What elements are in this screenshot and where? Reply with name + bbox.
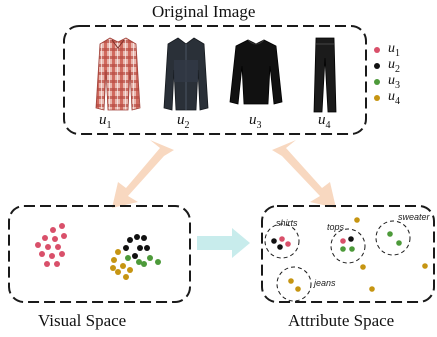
cluster-label-shirts: shirts [276, 218, 298, 228]
point-u3 [155, 259, 161, 265]
point-u1 [55, 244, 61, 250]
point-u1 [50, 227, 56, 233]
arrow-original-to-visual [112, 140, 174, 208]
cluster-sweater-circle [375, 220, 411, 256]
original-image-title: Original Image [152, 2, 256, 21]
attribute-space-title: Attribute Space [288, 311, 395, 330]
point-u4 [288, 278, 294, 284]
cluster-tops-circle [330, 228, 366, 264]
cluster-jeans-circle [276, 266, 312, 302]
thumbnail-plaid-shirt [95, 37, 141, 111]
arrow-original-to-attribute [272, 140, 336, 208]
arrow-visual-to-attribute [197, 228, 250, 258]
point-u1 [35, 242, 41, 248]
point-u4 [360, 264, 366, 270]
legend-item-u1: u1 [374, 41, 436, 59]
point-u2 [134, 234, 140, 240]
cluster-shirts-circle [264, 223, 300, 259]
point-u2 [277, 244, 283, 250]
point-u4 [123, 274, 129, 280]
point-u2 [271, 238, 277, 244]
point-u2 [127, 237, 133, 243]
caption-u1: u1 [99, 112, 112, 131]
point-u1 [52, 236, 58, 242]
visual-space-title: Visual Space [38, 311, 127, 330]
caption-u2: u2 [177, 112, 190, 131]
point-u1 [340, 238, 346, 244]
point-u4 [111, 257, 117, 263]
point-u4 [127, 267, 133, 273]
point-u2 [132, 253, 138, 259]
point-u1 [39, 251, 45, 257]
thumbnail-dark-jacket [163, 37, 209, 111]
point-u3 [340, 246, 346, 252]
cluster-label-jeans: jeans [314, 278, 336, 288]
point-u1 [49, 253, 55, 259]
point-u4 [295, 286, 301, 292]
legend-dot-icon [374, 79, 380, 85]
legend-item-u2: u2 [374, 57, 436, 75]
point-u1 [42, 235, 48, 241]
point-u3 [396, 240, 402, 246]
point-u1 [59, 223, 65, 229]
point-u3 [147, 255, 153, 261]
point-u4 [354, 217, 360, 223]
point-u2 [141, 235, 147, 241]
legend-dot-icon [374, 95, 380, 101]
attribute-space-frame [261, 205, 435, 303]
caption-u3: u3 [249, 112, 262, 131]
point-u1 [285, 241, 291, 247]
original-image-frame [63, 25, 367, 135]
point-u4 [115, 249, 121, 255]
legend: u1 u2 u3 u4 [374, 41, 436, 107]
legend-dot-icon [374, 63, 380, 69]
point-u3 [125, 255, 131, 261]
point-u3 [141, 261, 147, 267]
point-u1 [61, 233, 67, 239]
thumbnail-black-jeans [313, 37, 337, 113]
point-u1 [59, 251, 65, 257]
attribute-space-points [271, 217, 428, 292]
legend-item-u3: u3 [374, 73, 436, 91]
point-u4 [110, 265, 116, 271]
visual-space-points [35, 223, 161, 280]
point-u3 [387, 231, 393, 237]
visual-space-frame [8, 205, 191, 303]
point-u1 [44, 261, 50, 267]
point-u4 [369, 286, 375, 292]
point-u2 [137, 245, 143, 251]
point-u4 [115, 269, 121, 275]
legend-dot-icon [374, 47, 380, 53]
point-u1 [54, 261, 60, 267]
point-u3 [349, 246, 355, 252]
point-u4 [422, 263, 428, 269]
point-u1 [279, 236, 285, 242]
point-u3 [136, 259, 142, 265]
caption-u4: u4 [318, 112, 331, 131]
point-u1 [45, 244, 51, 250]
point-u2 [144, 245, 150, 251]
point-u2 [348, 236, 354, 242]
cluster-label-tops: tops [327, 222, 345, 232]
thumbnail-black-sweater [229, 39, 283, 105]
point-u4 [120, 263, 126, 269]
point-u2 [123, 245, 129, 251]
cluster-label-sweater: sweater [398, 212, 430, 222]
legend-item-u4: u4 [374, 89, 436, 107]
